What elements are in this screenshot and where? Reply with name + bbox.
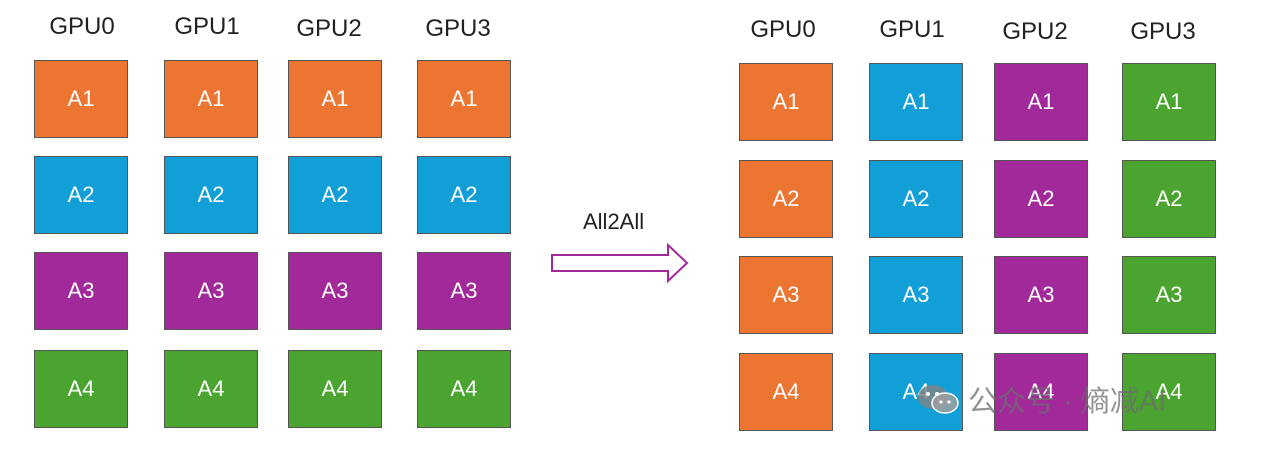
data-block: A3 xyxy=(34,252,128,330)
data-block: A2 xyxy=(739,160,833,238)
data-block: A2 xyxy=(869,160,963,238)
data-block: A1 xyxy=(1122,63,1216,141)
data-block: A2 xyxy=(1122,160,1216,238)
gpu-label: GPU1 xyxy=(174,13,240,40)
right-arrow-icon xyxy=(551,242,689,284)
data-block: A2 xyxy=(34,156,128,234)
data-block: A4 xyxy=(1122,353,1216,431)
data-block: A4 xyxy=(739,353,833,431)
wechat-icon xyxy=(918,385,959,414)
data-block: A1 xyxy=(288,60,382,138)
data-block: A3 xyxy=(164,252,258,330)
data-block: A3 xyxy=(288,252,382,330)
gpu-label: GPU3 xyxy=(425,15,491,42)
data-block: A3 xyxy=(994,256,1088,334)
gpu-label: GPU2 xyxy=(1002,18,1068,45)
gpu-label: GPU0 xyxy=(49,13,115,40)
watermark-text: 公众号 · 熵减AI xyxy=(968,386,1167,418)
data-block: A2 xyxy=(164,156,258,234)
data-block: A3 xyxy=(739,256,833,334)
data-block: A1 xyxy=(34,60,128,138)
data-block: A2 xyxy=(288,156,382,234)
data-block: A4 xyxy=(869,353,963,431)
data-block: A2 xyxy=(994,160,1088,238)
data-block: A3 xyxy=(1122,256,1216,334)
data-block: A1 xyxy=(164,60,258,138)
data-block: A3 xyxy=(417,252,511,330)
data-block: A4 xyxy=(994,353,1088,431)
gpu-label: GPU0 xyxy=(750,16,816,43)
data-block: A3 xyxy=(869,256,963,334)
watermark: 公众号 · 熵减AI xyxy=(916,378,1166,420)
data-block: A1 xyxy=(994,63,1088,141)
data-block: A4 xyxy=(34,350,128,428)
data-block: A4 xyxy=(417,350,511,428)
all2all-label: All2All xyxy=(583,209,645,234)
data-block: A2 xyxy=(417,156,511,234)
data-block: A1 xyxy=(739,63,833,141)
gpu-label: GPU3 xyxy=(1130,18,1196,45)
data-block: A1 xyxy=(417,60,511,138)
gpu-label: GPU1 xyxy=(879,16,945,43)
data-block: A1 xyxy=(869,63,963,141)
data-block: A4 xyxy=(288,350,382,428)
gpu-label: GPU2 xyxy=(296,15,362,42)
data-block: A4 xyxy=(164,350,258,428)
